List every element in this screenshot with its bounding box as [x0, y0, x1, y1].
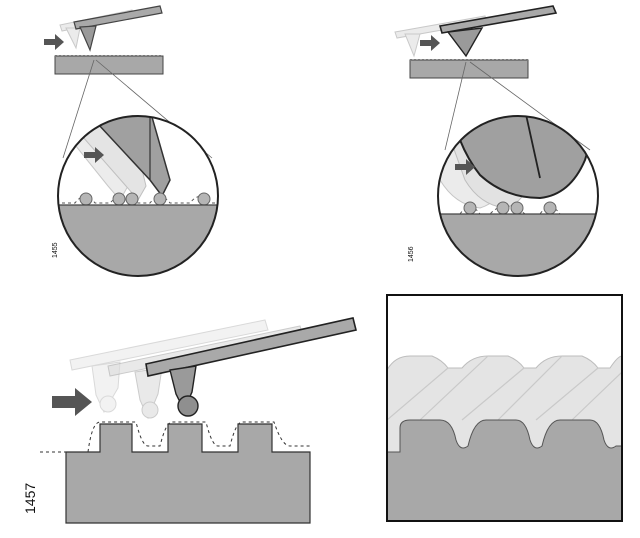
figure-number-1456: 1456	[408, 246, 415, 262]
magnified-view	[58, 116, 218, 276]
right-arrow-icon	[44, 34, 64, 50]
panel-bottom-right	[386, 294, 623, 522]
result-image	[387, 295, 622, 521]
panel-top-left: 1455	[44, 5, 219, 277]
panel-top-right: 1456	[394, 5, 599, 277]
figure-number-1455: 1455	[52, 242, 59, 258]
cantilever	[145, 317, 357, 417]
pillared-sample	[65, 423, 311, 524]
panel-bottom-left: 1457	[22, 317, 357, 524]
measured-profile	[387, 419, 622, 521]
sample-slab	[409, 59, 529, 79]
cantilever	[73, 5, 163, 52]
ghost-cantilever	[69, 319, 269, 414]
cantilever	[438, 5, 558, 58]
magnified-view	[438, 116, 598, 276]
magnifier-ring	[57, 115, 219, 277]
magnifier-ring	[437, 115, 599, 277]
result-frame	[386, 294, 623, 522]
figure-number-1457: 1457	[22, 483, 38, 514]
right-arrow-icon	[52, 388, 92, 416]
right-arrow-icon	[420, 35, 440, 51]
traced-profile	[40, 421, 312, 453]
